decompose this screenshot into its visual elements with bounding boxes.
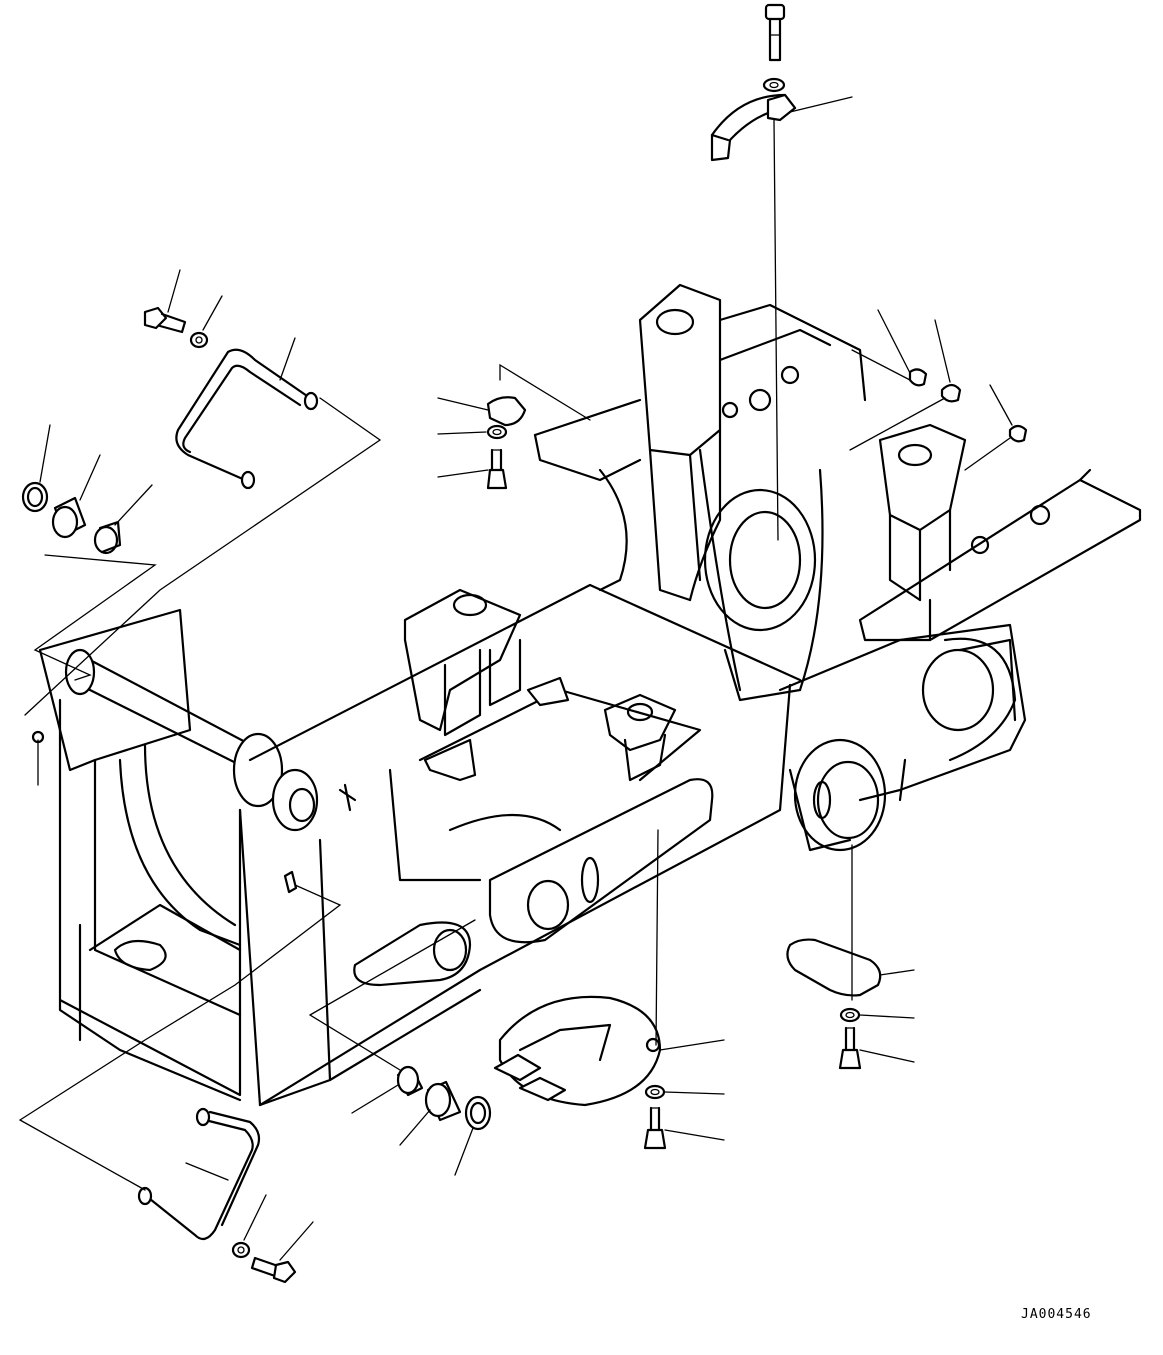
washer-mid [486, 424, 508, 440]
lower-bushing [424, 1080, 462, 1122]
lower-snap-ring [464, 1095, 492, 1131]
upper-left-bent-pipe [175, 348, 319, 490]
right-oval-cover [786, 938, 882, 997]
upper-left-small-bushing [93, 520, 122, 555]
bolt-mid [486, 448, 508, 490]
cover-plate-small [486, 396, 527, 427]
bottom-bolt [643, 1106, 667, 1150]
top-leader [789, 96, 853, 113]
upper-left-snap-ring [21, 481, 49, 513]
lower-left-bent-pipe [137, 1107, 261, 1241]
lower-left-bolt [250, 1256, 297, 1284]
upper-left-guide [33, 554, 157, 681]
top-centerline [773, 119, 779, 541]
main-frame [38, 283, 1142, 1107]
top-washer [762, 77, 786, 93]
lower-small-bushing [396, 1065, 424, 1097]
lower-guide [309, 919, 476, 1016]
top-bolt [764, 3, 786, 62]
bottom-round-cover [493, 995, 662, 1107]
upper-left-bushing [51, 496, 87, 539]
top-bracket [710, 93, 797, 162]
upper-left-bolt [143, 306, 187, 334]
grease-fitting-3 [1008, 424, 1028, 443]
right-washer [839, 1007, 861, 1023]
lower-left-guide [19, 884, 342, 1121]
grease-fitting-1 [908, 368, 928, 387]
bottom-washer [644, 1084, 666, 1100]
drawing-code: JA004546 [1021, 1307, 1092, 1322]
right-bolt [838, 1026, 862, 1070]
lower-left-washer [231, 1241, 251, 1259]
upper-left-washer [189, 331, 209, 349]
